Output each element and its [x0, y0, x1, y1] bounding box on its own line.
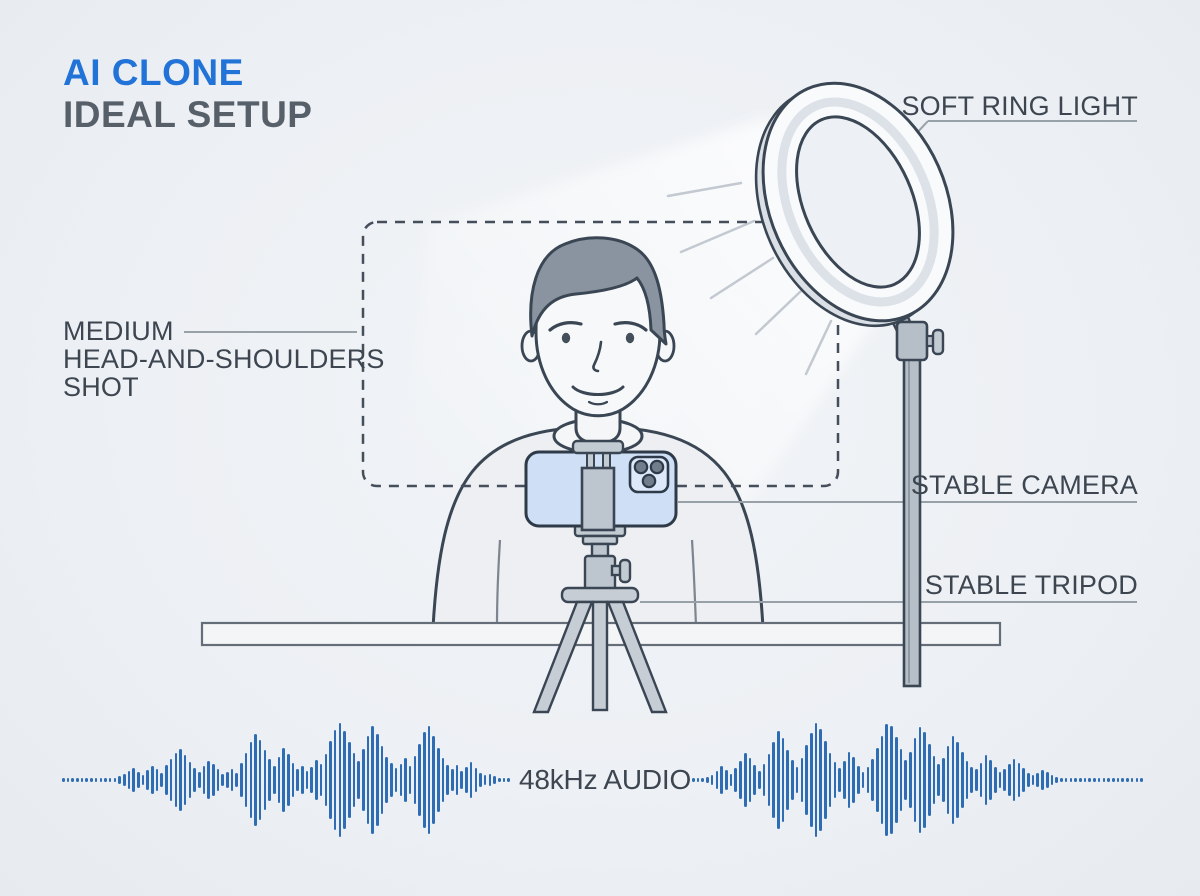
- label-audio: 48kHz AUDIO: [519, 764, 692, 795]
- label-framing-shot: MEDIUM HEAD-AND-SHOULDERS SHOT: [63, 316, 385, 402]
- hair: [529, 236, 668, 346]
- title-line-1: AI CLONE: [63, 52, 244, 93]
- tripod-base-plate: [560, 586, 640, 604]
- head: [520, 236, 676, 418]
- clamp-top-lip: [571, 439, 625, 455]
- ring-band-shading: [777, 97, 939, 307]
- nose: [592, 340, 603, 373]
- stand-knob: [931, 328, 945, 356]
- tripod-step: [581, 534, 619, 546]
- camera-lens: [649, 459, 665, 475]
- shirt-fold-left: [495, 539, 502, 627]
- ring-light-illustration: [754, 81, 955, 688]
- stand-ball-head: [895, 320, 929, 362]
- light-rays-icon: [666, 181, 833, 376]
- tripod-knob: [618, 558, 632, 584]
- tripod-leg-right: [606, 600, 668, 714]
- mouth: [571, 385, 625, 396]
- phone-clamp: [571, 439, 625, 532]
- eyebrows: [548, 321, 648, 332]
- audio-waveform-right: [692, 720, 1144, 840]
- light-stand-pole: [902, 354, 922, 688]
- label-stable-tripod: STABLE TRIPOD: [924, 570, 1138, 600]
- label-stable-camera: STABLE CAMERA: [910, 470, 1138, 500]
- camera-lens: [641, 473, 657, 489]
- ring-inner-hole: [795, 115, 921, 289]
- eye-right: [625, 332, 635, 344]
- tripod-leg-center: [591, 600, 609, 712]
- title-line-2: IDEAL SETUP: [63, 94, 313, 135]
- shirt-fold-right: [690, 539, 698, 627]
- framing-guide: [361, 220, 840, 488]
- lower-lip: [587, 400, 609, 406]
- label-soft-ring-light: SOFT RING LIGHT: [901, 91, 1138, 121]
- tripod-ball-housing: [583, 554, 617, 594]
- page-title: AI CLONE IDEAL SETUP: [63, 52, 312, 136]
- tripod-leg-left: [532, 600, 594, 714]
- audio-waveform-left: [62, 720, 510, 840]
- camera-lens: [633, 459, 649, 475]
- clamp-column: [580, 466, 616, 532]
- eye-left: [561, 332, 571, 344]
